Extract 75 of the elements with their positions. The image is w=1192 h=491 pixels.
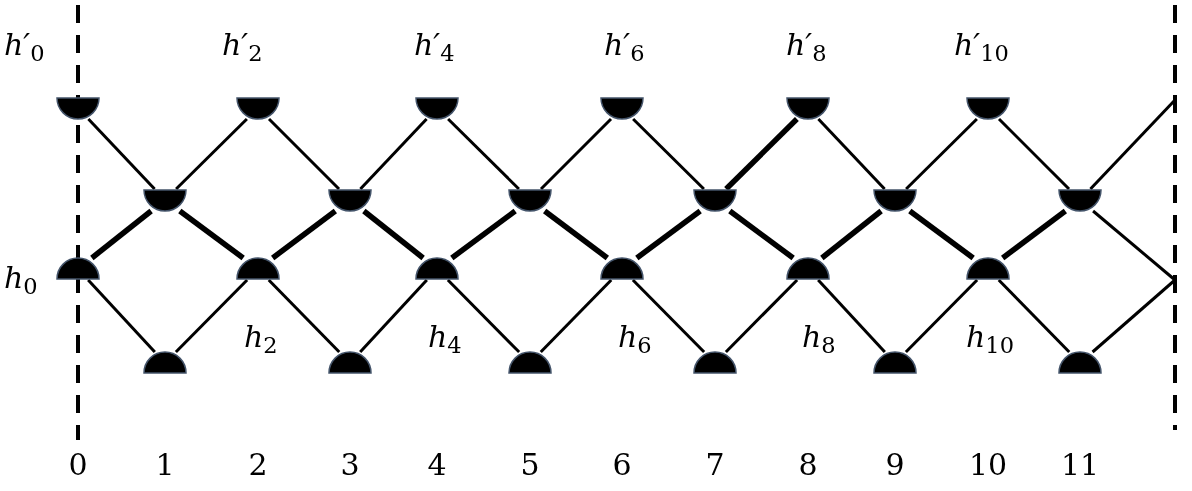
- axis-number: 3: [340, 450, 360, 480]
- axis-number: 11: [1060, 450, 1100, 480]
- semicircle-node: [143, 189, 187, 211]
- connector-line: [635, 208, 702, 261]
- semicircle-node: [786, 97, 830, 119]
- semicircle-node: [966, 258, 1010, 280]
- axis-number: 5: [520, 450, 540, 480]
- variable-label: h′$_{4}$: [414, 30, 455, 65]
- semicircle-node: [693, 189, 737, 211]
- connector-line: [362, 208, 425, 261]
- semicircle-node: [508, 189, 552, 211]
- semicircle-node: [328, 352, 372, 374]
- semicircle-node: [786, 258, 830, 280]
- axis-number: 4: [427, 450, 447, 480]
- axis-number: 10: [968, 450, 1008, 480]
- axis-number: 8: [798, 450, 818, 480]
- connector-line: [87, 279, 156, 353]
- variable-label: h$_{4}$: [428, 322, 462, 357]
- variable-label: h′$_{2}$: [222, 30, 263, 65]
- connector-line: [632, 117, 705, 191]
- variable-label: h$_{8}$: [802, 322, 836, 357]
- semicircle-node: [966, 97, 1010, 119]
- variable-label: h′$_{0}$: [4, 30, 45, 65]
- variable-label: h′$_{6}$: [604, 30, 645, 65]
- connector-line: [817, 117, 886, 191]
- connector-line: [908, 208, 975, 261]
- connector-line: [728, 208, 795, 261]
- semicircle-node: [415, 97, 459, 119]
- axis-number: 7: [705, 450, 725, 480]
- connector-line: [997, 117, 1071, 191]
- axis-number: 1: [155, 450, 175, 480]
- semicircle-node: [600, 97, 644, 119]
- semicircle-node: [693, 352, 737, 374]
- semicircle-node: [56, 258, 100, 280]
- axis-number: 9: [885, 450, 905, 480]
- connector-line: [543, 208, 609, 261]
- connector-line: [724, 117, 799, 191]
- semicircle-node: [1058, 352, 1102, 374]
- connector-line: [359, 117, 428, 191]
- connector-line: [175, 117, 248, 191]
- variable-label: h$_{2}$: [244, 322, 278, 357]
- connector-line: [905, 117, 978, 191]
- connector-line: [447, 117, 520, 191]
- variable-label: h′$_{10}$: [954, 30, 1009, 65]
- axis-number: 0: [68, 450, 88, 480]
- semicircle-node: [236, 97, 280, 119]
- connector-line: [267, 117, 341, 191]
- connector-line: [820, 208, 883, 261]
- connector-line: [87, 117, 156, 191]
- semicircle-node: [873, 189, 917, 211]
- connector-line: [539, 117, 613, 191]
- semicircle-node: [236, 258, 280, 280]
- semicircle-node: [56, 97, 100, 119]
- connector-line: [1092, 209, 1176, 282]
- semicircle-node: [873, 352, 917, 374]
- semicircle-node: [600, 258, 644, 280]
- connector-line: [817, 279, 886, 353]
- variable-label: h$_{0}$: [4, 263, 38, 298]
- connector-line: [90, 208, 153, 261]
- semicircle-node: [143, 352, 187, 374]
- connector-line: [1001, 208, 1067, 261]
- connector-line: [178, 208, 245, 261]
- connector-line: [450, 208, 517, 261]
- semicircle-node: [508, 352, 552, 374]
- variable-label: h$_{6}$: [618, 322, 652, 357]
- semicircle-node: [1058, 189, 1102, 211]
- connector-line: [1091, 278, 1176, 354]
- connector-line: [271, 208, 337, 261]
- axis-number: 2: [248, 450, 268, 480]
- semicircle-node: [328, 189, 372, 211]
- variable-label: h′$_{8}$: [786, 30, 827, 65]
- variable-label: h$_{10}$: [966, 322, 1014, 357]
- connector-line: [359, 279, 428, 353]
- axis-number: 6: [612, 450, 632, 480]
- semicircle-node: [415, 258, 459, 280]
